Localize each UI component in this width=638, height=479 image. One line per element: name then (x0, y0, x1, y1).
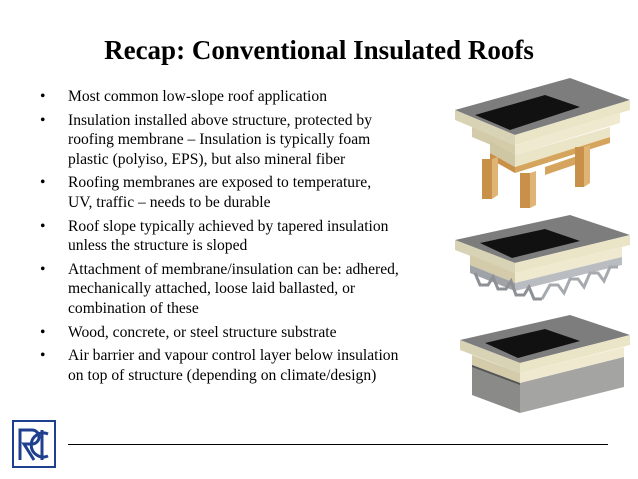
bullet-item: • Roofing membranes are exposed to tempe… (40, 173, 450, 212)
bullet-marker: • (40, 174, 46, 192)
bullet-item: • Wood, concrete, or steel structure sub… (40, 323, 450, 343)
bullet-marker: • (40, 347, 46, 365)
rci-logo (12, 420, 56, 468)
concrete-deck-roof-assembly-illustration (460, 315, 630, 413)
bullet-line: Air barrier and vapour control layer bel… (68, 347, 399, 365)
bullet-line: Roof slope typically achieved by tapered… (68, 217, 389, 235)
bullet-item: • Attachment of membrane/insulation can … (40, 260, 450, 319)
steel-deck-roof-assembly-illustration (455, 215, 630, 301)
bullet-item: • Most common low-slope roof application (40, 87, 450, 107)
bullet-line: roofing membrane – Insulation is typical… (68, 131, 371, 149)
bullet-line: mechanically attached, loose laid ballas… (68, 280, 356, 298)
bullet-marker: • (40, 217, 46, 235)
bullet-line: Insulation installed above structure, pr… (68, 111, 372, 129)
bullet-marker: • (40, 260, 46, 278)
bullet-line: UV, traffic – needs to be durable (68, 193, 271, 211)
bullet-item: • Air barrier and vapour control layer b… (40, 346, 450, 385)
bullet-line: Wood, concrete, or steel structure subst… (68, 323, 337, 341)
bullet-marker: • (40, 323, 46, 341)
bullet-item: • Roof slope typically achieved by taper… (40, 217, 450, 256)
roof-assembly-figures (450, 75, 635, 415)
bullet-line: combination of these (68, 299, 199, 317)
bullet-item: • Insulation installed above structure, … (40, 111, 450, 170)
footer-divider (68, 444, 608, 445)
bullet-line: unless the structure is sloped (68, 237, 248, 255)
slide-title: Recap: Conventional Insulated Roofs (104, 35, 534, 65)
bullet-line: Attachment of membrane/insulation can be… (68, 260, 399, 278)
bullet-line: Most common low-slope roof application (68, 88, 327, 105)
bullet-line: Roofing membranes are exposed to tempera… (68, 174, 372, 192)
bullet-line: plastic (polyiso, EPS), but also mineral… (68, 150, 346, 168)
bullet-line: on top of structure (depending on climat… (68, 366, 377, 384)
wood-frame-roof-assembly-illustration (455, 78, 630, 208)
bullet-marker: • (40, 88, 46, 105)
bullet-marker: • (40, 111, 46, 129)
bullet-list: • Most common low-slope roof application… (40, 87, 450, 389)
